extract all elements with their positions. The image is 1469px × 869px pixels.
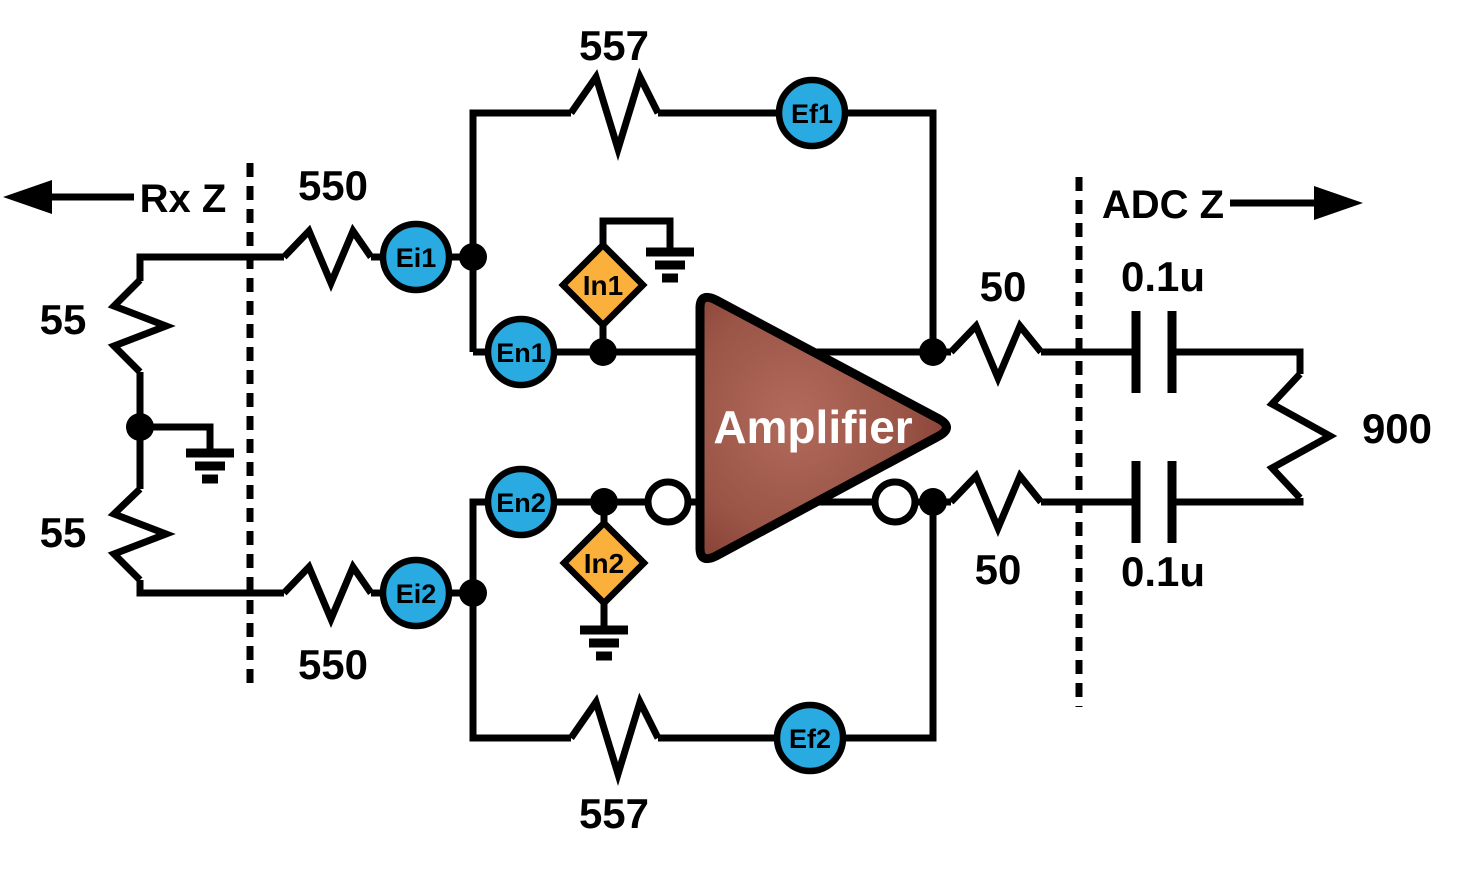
noise-source-en2-circle xyxy=(484,465,558,539)
noise-source-ei1-circle xyxy=(379,220,453,294)
resistor-output-bottom xyxy=(948,469,1044,537)
resistor-rx-top xyxy=(107,277,176,375)
noise-source-ef1-label: Ef1 xyxy=(791,99,833,129)
label-resistor-feedback-bottom: 557 xyxy=(579,790,649,837)
noise-source-ei1-label: Ei1 xyxy=(396,243,437,273)
junction-dot-input-top xyxy=(589,338,617,366)
wire-feedback-bottom-loop xyxy=(469,498,937,742)
amplifier-triangle xyxy=(695,292,951,564)
noise-source-en1-circle xyxy=(484,315,558,389)
resistor-output-top xyxy=(948,319,1044,387)
adc-arrow-head-icon xyxy=(1314,186,1363,220)
label-resistor-rx-top: 55 xyxy=(40,296,87,343)
junction-dot-input-bottom xyxy=(590,488,618,516)
resistor-feedback-top xyxy=(568,67,662,161)
label-capacitor-bottom: 0.1u xyxy=(1121,548,1205,595)
label-resistor-series-bottom: 550 xyxy=(298,641,368,688)
label-capacitor-top: 0.1u xyxy=(1121,253,1205,300)
noise-source-in1 xyxy=(558,240,648,330)
noise-source-en1-label: En1 xyxy=(496,338,546,368)
adc-port-label: ADC Z xyxy=(1102,183,1224,227)
noise-source-en2: En2 xyxy=(484,465,558,539)
rx-port-label: Rx Z xyxy=(140,177,227,221)
amplifier-label: Amplifier xyxy=(713,401,912,453)
label-resistor-output-top: 50 xyxy=(980,263,1027,310)
rx-arrow-head-icon xyxy=(3,180,52,214)
capacitor-output-top-icon xyxy=(1131,311,1177,393)
resistor-series-bottom xyxy=(281,559,374,628)
capacitor-output-bottom-icon xyxy=(1131,461,1177,543)
noise-source-ef2-circle xyxy=(773,701,847,775)
ground-left-stub xyxy=(140,423,214,451)
label-resistor-feedback-top: 557 xyxy=(579,22,649,69)
noise-source-in2 xyxy=(559,518,649,608)
resistor-feedback-bottom xyxy=(568,692,662,786)
noise-source-en1: En1 xyxy=(484,315,558,389)
wire-feedback-top-loop xyxy=(469,109,937,352)
ground-in2-icon xyxy=(580,625,628,661)
noise-source-ei1: Ei1 xyxy=(379,220,453,294)
noise-source-en2-label: En2 xyxy=(496,488,546,518)
open-node-input-bottom-icon xyxy=(644,478,692,526)
resistor-rx-bottom xyxy=(107,486,176,583)
noise-source-ef1-circle xyxy=(775,76,849,150)
noise-source-in1-label: In1 xyxy=(583,270,623,301)
noise-source-ei2: Ei2 xyxy=(379,556,453,630)
wire-adc-top xyxy=(1172,348,1304,374)
wire-adc-bottom xyxy=(1172,498,1304,506)
noise-source-ef2: Ef2 xyxy=(773,701,847,775)
resistor-adc-load xyxy=(1266,371,1338,501)
junction-dot-rx-mid xyxy=(126,413,154,441)
label-resistor-output-bottom: 50 xyxy=(975,546,1022,593)
label-resistor-series-top: 550 xyxy=(298,162,368,209)
noise-source-in2-label: In2 xyxy=(584,548,624,579)
noise-source-ef1: Ef1 xyxy=(775,76,849,150)
label-resistor-adc-load: 900 xyxy=(1362,405,1432,452)
junction-dot-output-bottom xyxy=(919,488,947,516)
noise-source-ei2-circle xyxy=(379,556,453,630)
junction-dot-ei1 xyxy=(459,243,487,271)
noise-source-ei2-label: Ei2 xyxy=(396,579,437,609)
ground-in1-icon xyxy=(646,247,694,283)
open-node-output-bottom-icon xyxy=(871,478,919,526)
junction-dot-output-top xyxy=(919,338,947,366)
junction-dot-ei2 xyxy=(459,579,487,607)
noise-source-ef2-label: Ef2 xyxy=(789,724,831,754)
resistor-series-top xyxy=(281,223,374,292)
label-resistor-rx-bottom: 55 xyxy=(40,509,87,556)
ground-left-icon xyxy=(186,448,234,484)
in1-ground-stub xyxy=(599,217,674,249)
